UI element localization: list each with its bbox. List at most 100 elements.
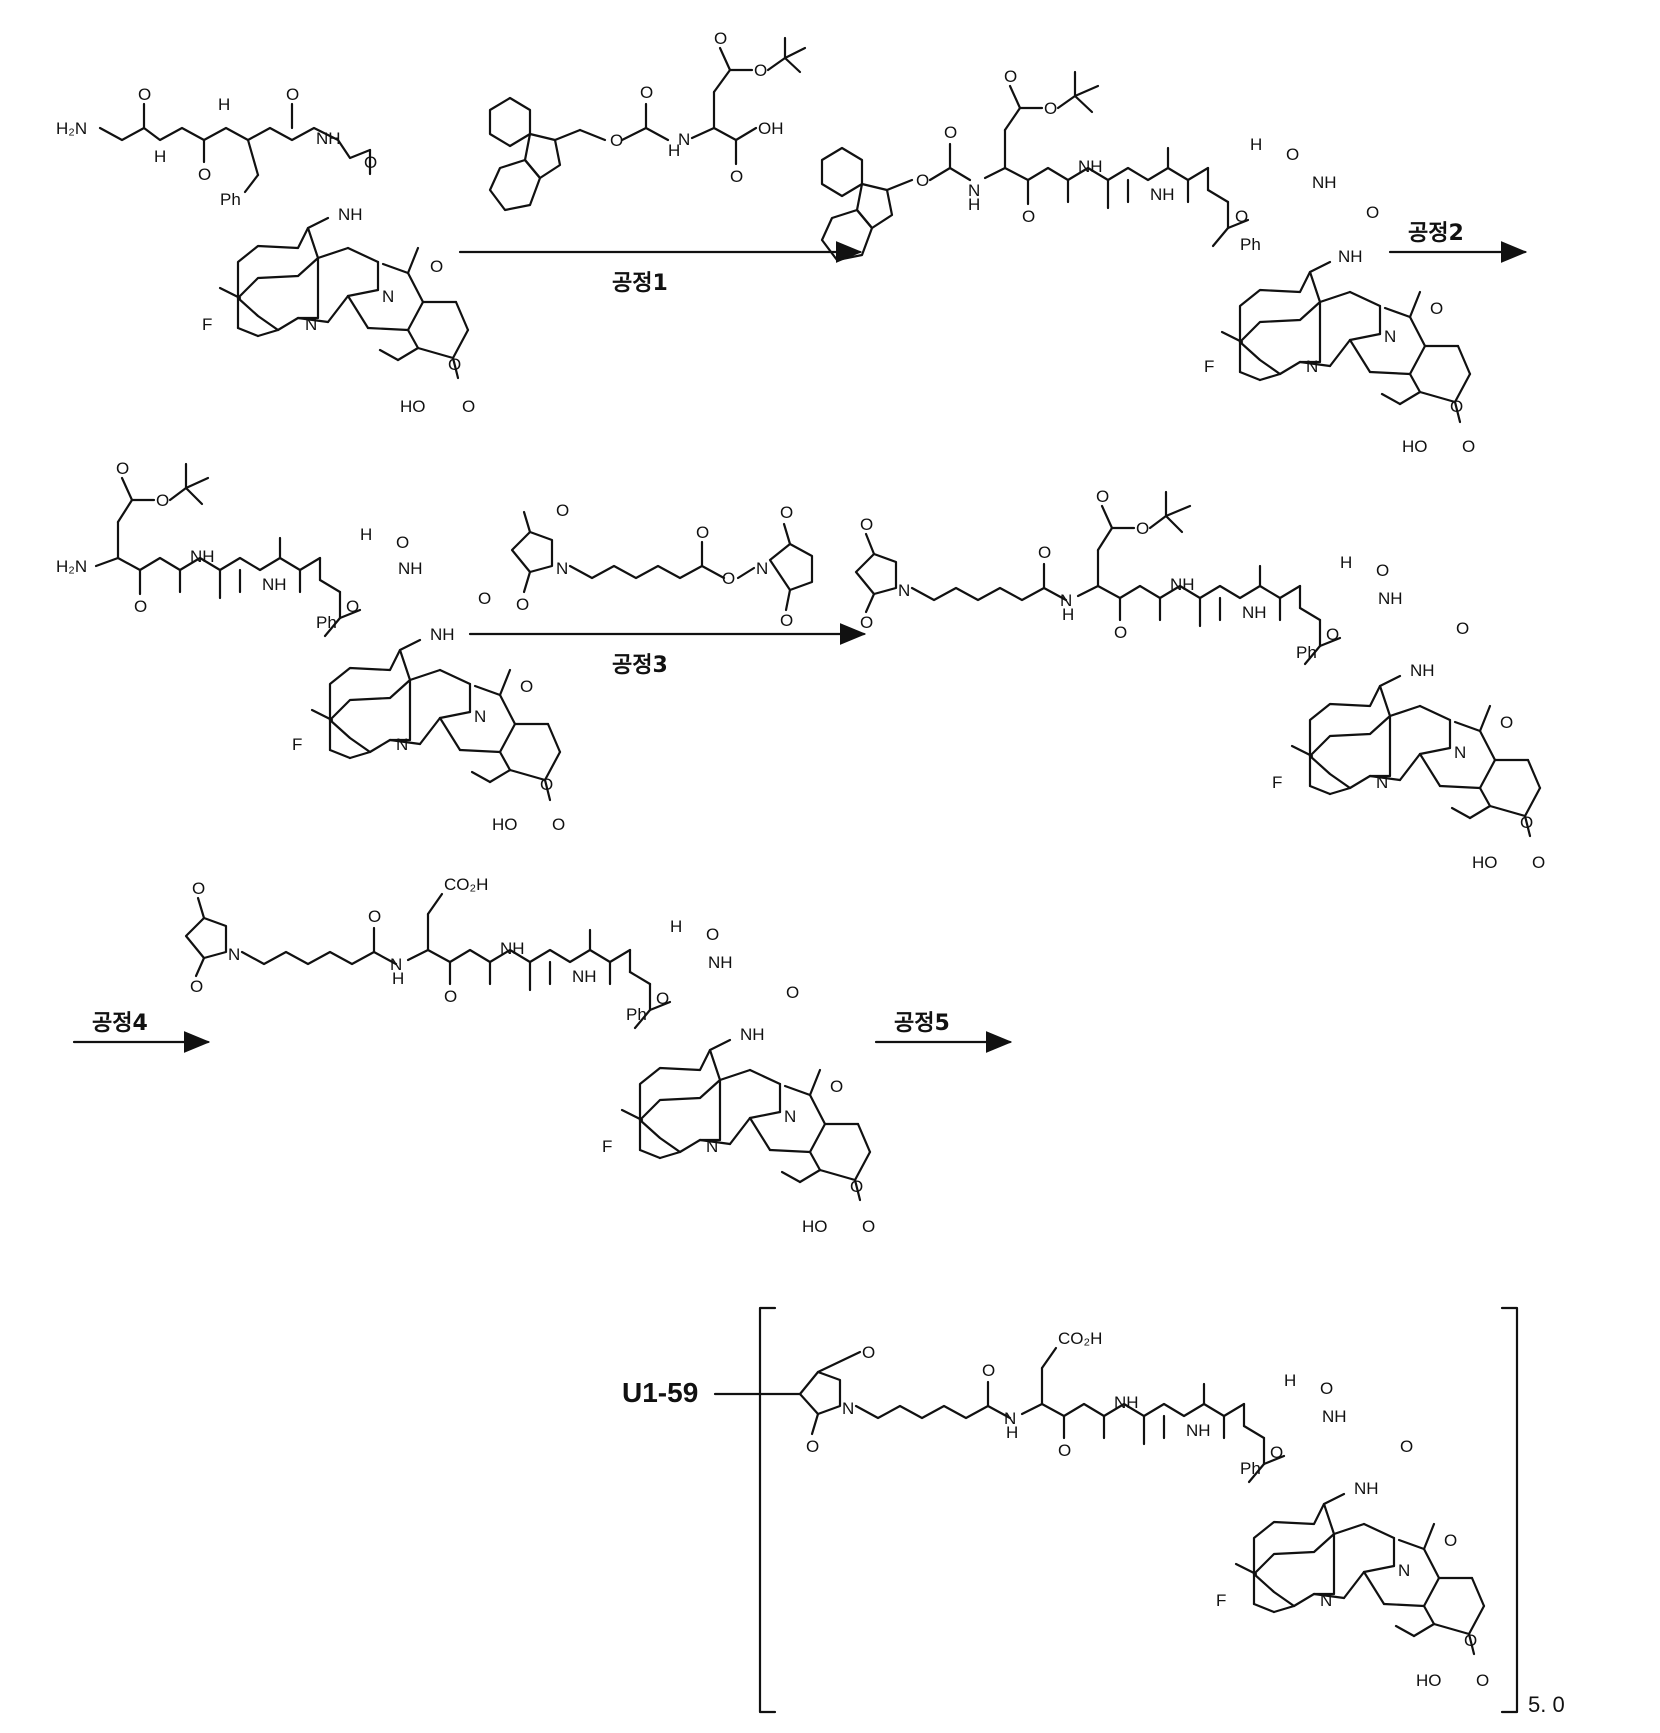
atom-o: O <box>1326 625 1339 644</box>
atom-h: H <box>670 917 682 936</box>
atom-o: O <box>286 85 299 104</box>
atom-o: O <box>1532 853 1545 872</box>
step5-label: 공정5 <box>894 1011 950 1036</box>
atom-o: O <box>1044 99 1057 118</box>
atom-o: O <box>1462 437 1475 456</box>
atom-o: O <box>862 1343 875 1362</box>
atom-o: O <box>806 1437 819 1456</box>
atom-ho: HO <box>400 397 426 416</box>
atom-o: O <box>656 989 669 1008</box>
atom-n: N <box>756 559 768 578</box>
atom-o: O <box>1114 623 1127 642</box>
atom-o: O <box>916 171 929 190</box>
drug-antibody-ratio: 5. 0 <box>1528 1692 1565 1717</box>
atom-ph: Ph <box>220 190 241 209</box>
atom-n: N <box>228 945 240 964</box>
atom-o: O <box>696 523 709 542</box>
atom-o: O <box>1320 1379 1333 1398</box>
atom-h: H <box>1250 135 1262 154</box>
atom-n: N <box>556 559 568 578</box>
atom-h: H <box>1340 553 1352 572</box>
atom-o: O <box>1004 67 1017 86</box>
atom-o: O <box>552 815 565 834</box>
atom-h: H <box>968 195 980 214</box>
atom-o: O <box>462 397 475 416</box>
right-bracket <box>1502 1308 1517 1712</box>
atom-o: O <box>1286 145 1299 164</box>
atom-o: O <box>862 1217 875 1236</box>
atom-nh: NH <box>398 559 423 578</box>
atom-o: O <box>722 569 735 588</box>
atom-h: H <box>392 969 404 988</box>
atom-o: O <box>1058 1441 1071 1460</box>
atom-ho: HO <box>1416 1671 1442 1690</box>
atom-n: N <box>474 707 486 726</box>
atom-o: O <box>754 61 767 80</box>
atom-o: O <box>1270 1443 1283 1462</box>
atom-o: O <box>520 677 533 696</box>
atom-o: O <box>1366 203 1379 222</box>
step4-label: 공정4 <box>92 1011 148 1036</box>
step1-label: 공정1 <box>612 271 668 296</box>
atom-co2h: CO₂H <box>1058 1329 1102 1348</box>
atom-o: O <box>156 491 169 510</box>
atom-o: O <box>540 775 553 794</box>
left-bracket <box>760 1308 775 1712</box>
intermediate-3-molecule: O O N O N H O O O NH NH O H Ph O NH O NH… <box>856 487 1545 872</box>
atom-o: O <box>116 459 129 478</box>
atom-n: N <box>784 1107 796 1126</box>
atom-o: O <box>198 165 211 184</box>
atom-n: N <box>678 130 690 149</box>
atom-h: H <box>218 95 230 114</box>
atom-o: O <box>430 257 443 276</box>
atom-o: O <box>780 611 793 630</box>
atom-nh: NH <box>708 953 733 972</box>
atom-nh: NH <box>1078 157 1103 176</box>
atom-oh: OH <box>758 119 784 138</box>
drug-linker-molecule: O O N O N H CO₂H O NH NH O H Ph O NH O N… <box>186 875 875 1236</box>
antibody-label: U1-59 <box>622 1377 698 1408</box>
fmoc-asp-reagent: O O H N O O O OH <box>490 29 805 210</box>
atom-n: N <box>1384 327 1396 346</box>
atom-ph: Ph <box>626 1005 647 1024</box>
atom-nh: NH <box>1242 603 1267 622</box>
atom-ho: HO <box>1472 853 1498 872</box>
atom-o: O <box>1520 813 1533 832</box>
atom-n: N <box>706 1137 718 1156</box>
intermediate-2-molecule: H₂N O O O NH NH O H Ph O NH O NH F N N O… <box>56 459 565 834</box>
atom-nh: NH <box>1410 661 1435 680</box>
atom-nh: NH <box>1312 173 1337 192</box>
atom-o: O <box>1476 1671 1489 1690</box>
mc-nhs-reagent: O O N O O N O O <box>512 501 812 630</box>
atom-nh: NH <box>500 939 525 958</box>
atom-f: F <box>602 1137 612 1156</box>
atom-h2n: H₂N <box>56 119 87 138</box>
atom-n: N <box>1376 773 1388 792</box>
atom-n: N <box>382 287 394 306</box>
atom-o: O <box>1500 713 1513 732</box>
atom-o: O <box>850 1177 863 1196</box>
atom-ho: HO <box>1402 437 1428 456</box>
atom-ph: Ph <box>1240 1459 1261 1478</box>
atom-nh: NH <box>572 967 597 986</box>
atom-o: O <box>1450 397 1463 416</box>
atom-ho: HO <box>802 1217 828 1236</box>
atom-n: N <box>1398 1561 1410 1580</box>
atom-o: O <box>444 987 457 1006</box>
atom-f: F <box>202 315 212 334</box>
atom-o: O <box>706 925 719 944</box>
atom-o: O <box>982 1361 995 1380</box>
final-conjugate: U1-59 5. 0 O O N O N H CO₂H O NH NH O H … <box>622 1308 1565 1717</box>
atom-h: H <box>1062 605 1074 624</box>
starting-material-molecule: H₂N O H O H Ph O NH O NH F N N O O HO O <box>56 85 475 416</box>
atom-nh: NH <box>262 575 287 594</box>
atom-o: O <box>364 153 377 172</box>
atom-o: O <box>1456 619 1469 638</box>
atom-o: O <box>134 597 147 616</box>
atom-o: O <box>396 533 409 552</box>
atom-ho: HO <box>492 815 518 834</box>
atom-ph: Ph <box>1296 643 1317 662</box>
atom-h: H <box>154 147 166 166</box>
atom-nh: NH <box>1150 185 1175 204</box>
